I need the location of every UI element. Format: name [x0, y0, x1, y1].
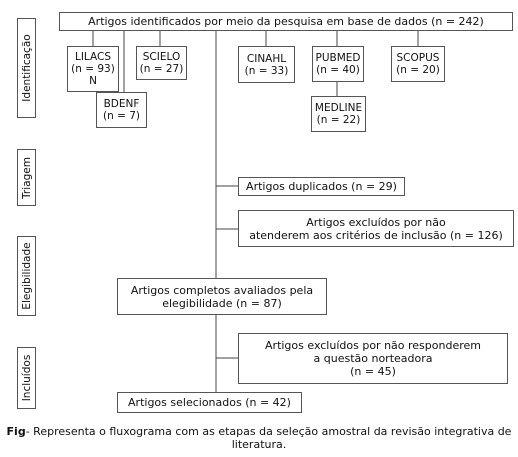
database-name: CINAHL	[246, 52, 287, 65]
excluded-question-line: (n = 45)	[350, 365, 396, 378]
database-box-cinahl: CINAHL (n = 33)	[238, 46, 295, 83]
excluded-criteria-line: atenderem aos critérios de inclusão (n =…	[249, 228, 503, 242]
database-box-scopus: SCOPUS (n = 20)	[391, 46, 445, 82]
stage-triagem-label: Triagem	[20, 156, 33, 199]
caption-text: - Representa o fluxograma com as etapas …	[25, 425, 512, 451]
excluded-question-line: Artigos excluídos por não responderem	[265, 339, 481, 352]
eligible-line: elegibilidade (n = 87)	[162, 296, 282, 310]
database-box-scielo: SCIELO (n = 27)	[136, 46, 187, 80]
database-count: (n = 33)	[244, 64, 289, 77]
excluded-criteria-box: Artigos excluídos por não atenderem aos …	[238, 210, 514, 247]
eligible-line: Artigos completos avaliados pela	[130, 283, 314, 297]
database-name: BDENF	[103, 98, 140, 110]
database-name: SCOPUS	[396, 52, 440, 64]
duplicates-text: Artigos duplicados (n = 29)	[246, 180, 397, 193]
stage-triagem: Triagem	[17, 149, 36, 206]
stage-incluidos-label: Incluídos	[20, 354, 33, 402]
database-name: PUBMED	[315, 52, 361, 64]
figure-caption: Fig- Representa o fluxograma com as etap…	[0, 425, 518, 451]
excluded-criteria-line: Artigos excluídos por não	[306, 215, 446, 229]
stage-incluidos: Incluídos	[17, 347, 36, 409]
excluded-question-box: Artigos excluídos por não responderem a …	[238, 333, 508, 384]
selected-text: Artigos selecionados (n = 42)	[128, 396, 291, 409]
database-count: (n = 27)	[139, 63, 184, 75]
database-name: LILACS	[74, 51, 112, 63]
duplicates-box: Artigos duplicados (n = 29)	[238, 177, 405, 196]
identified-box-text: Artigos identificados por meio da pesqui…	[88, 15, 484, 28]
excluded-question-line: a questão norteadora	[313, 352, 433, 365]
stage-identificacao-label: Identificação	[20, 34, 33, 102]
database-name: SCIELO	[142, 51, 181, 63]
selected-box: Artigos selecionados (n = 42)	[117, 392, 302, 413]
database-count: (n = 40)	[316, 64, 360, 76]
database-count: (n = 7)	[102, 110, 140, 122]
database-box-lilacs: LILACS (n = 93) N	[67, 46, 119, 92]
stage-elegibilidade-label: Elegibilidade	[20, 242, 33, 310]
stage-elegibilidade: Elegibilidade	[17, 236, 36, 316]
database-name: MEDLINE	[314, 102, 363, 114]
database-count: (n = 20)	[396, 64, 440, 76]
database-box-bdenf: BDENF (n = 7)	[96, 92, 147, 128]
database-count: (n = 22)	[316, 114, 361, 126]
identified-box: Artigos identificados por meio da pesqui…	[59, 12, 513, 31]
caption-lead: Fig	[6, 425, 26, 438]
database-count: (n = 93)	[71, 63, 115, 75]
stage-identificacao: Identificação	[17, 18, 36, 118]
database-box-pubmed: PUBMED (n = 40)	[312, 46, 364, 82]
database-box-medline: MEDLINE (n = 22)	[311, 96, 366, 132]
database-extra: N	[89, 75, 97, 87]
eligible-box: Artigos completos avaliados pela elegibi…	[117, 278, 327, 315]
